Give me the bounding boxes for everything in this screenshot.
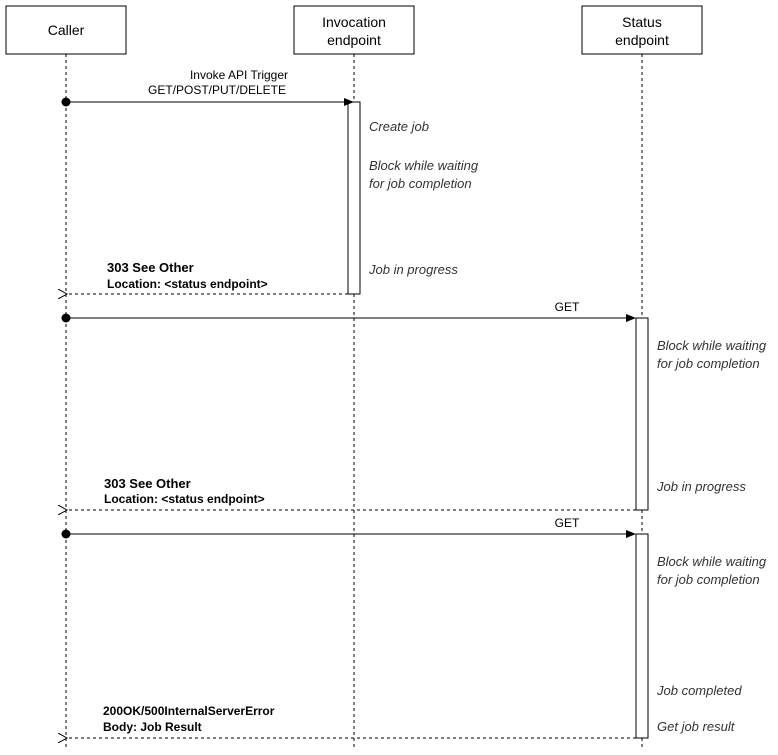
status-label-line2: endpoint [615, 32, 669, 48]
message-get-1: GET [61, 300, 636, 323]
message-invoke: Invoke API Trigger GET/POST/PUT/DELETE [61, 68, 354, 107]
get2-label: GET [555, 516, 580, 530]
note-block-line1: Block while waiting [369, 158, 479, 173]
note-status1-block-line2: for job completion [657, 356, 760, 371]
note-status1-progress: Job in progress [656, 479, 746, 494]
note-get-job-result: Get job result [657, 719, 736, 734]
status-activation-2 [635, 533, 649, 739]
status-activation-1 [635, 317, 649, 511]
return-303-second: 303 See Other Location: <status endpoint… [67, 476, 636, 510]
get1-label: GET [555, 300, 580, 314]
return2-status: 303 See Other [104, 476, 191, 491]
participant-status-endpoint: Status endpoint [581, 5, 703, 55]
return3-status: 200OK/500InternalServerError [103, 704, 275, 718]
return-final-result: 200OK/500InternalServerError Body: Job R… [67, 704, 636, 738]
message-get-2: GET [61, 516, 636, 539]
note-job-completed: Job completed [656, 683, 742, 698]
status-label-line1: Status [622, 14, 662, 30]
return-303-first: 303 See Other Location: <status endpoint… [67, 260, 348, 294]
return3-body: Body: Job Result [103, 720, 202, 734]
participant-invocation-endpoint: Invocation endpoint [293, 5, 415, 55]
note-status2-block-line1: Block while waiting [657, 554, 767, 569]
caller-label: Caller [48, 22, 85, 38]
invocation-activation [347, 101, 361, 295]
note-status1-block-line1: Block while waiting [657, 338, 767, 353]
note-create-job: Create job [369, 119, 429, 134]
invocation-label-line2: endpoint [327, 32, 381, 48]
invocation-label-line1: Invocation [322, 14, 386, 30]
note-block-line2: for job completion [369, 176, 472, 191]
note-status2-block-line2: for job completion [657, 572, 760, 587]
return1-location: Location: <status endpoint> [107, 277, 268, 291]
return1-status: 303 See Other [107, 260, 194, 275]
note-job-in-progress: Job in progress [368, 262, 458, 277]
invoke-label-line1: Invoke API Trigger [190, 68, 288, 82]
return2-location: Location: <status endpoint> [104, 492, 265, 506]
participant-caller: Caller [5, 5, 127, 55]
invoke-label-line2: GET/POST/PUT/DELETE [148, 83, 286, 97]
